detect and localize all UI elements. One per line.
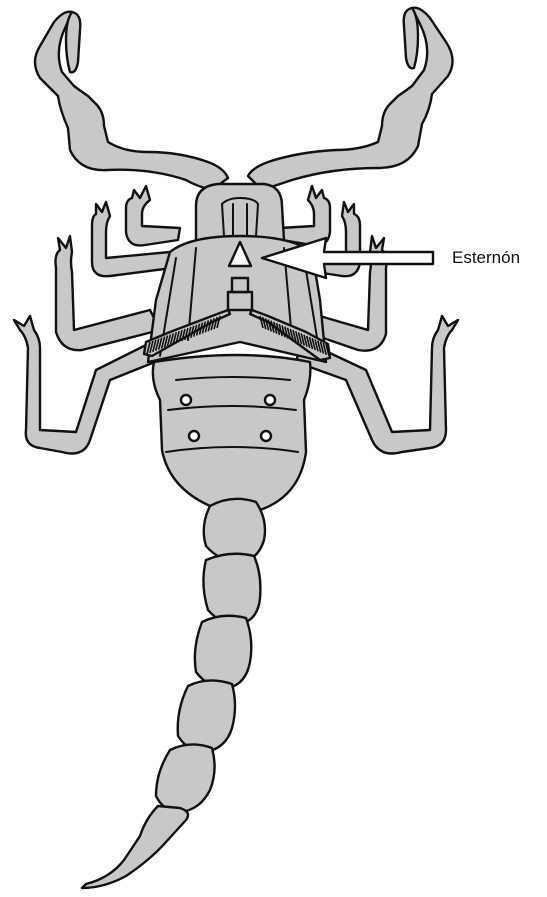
carapace bbox=[196, 184, 284, 240]
telson bbox=[82, 806, 188, 888]
left-pedipalp bbox=[35, 12, 228, 190]
mesosoma bbox=[153, 355, 311, 510]
sternum bbox=[228, 292, 252, 310]
tail-segment-4 bbox=[178, 680, 235, 752]
genital-operculum bbox=[232, 278, 248, 292]
spiracle-2 bbox=[265, 395, 275, 405]
tail-segment-2 bbox=[203, 554, 260, 624]
right-leg-1 bbox=[280, 186, 330, 245]
right-pedipalp bbox=[248, 8, 453, 190]
spiracle-4 bbox=[261, 431, 271, 441]
spiracle-1 bbox=[181, 395, 191, 405]
left-claw-finger bbox=[66, 12, 80, 72]
metasoma bbox=[82, 499, 265, 888]
left-leg-1 bbox=[126, 186, 180, 245]
spiracle-3 bbox=[189, 431, 199, 441]
tail-segment-3 bbox=[195, 616, 251, 688]
sternum-label: Esternón bbox=[452, 249, 520, 266]
right-claw-finger bbox=[404, 8, 418, 68]
tail-segment-5 bbox=[156, 744, 215, 812]
left-leg-3 bbox=[56, 236, 161, 350]
pedipalps bbox=[35, 8, 453, 190]
tail-segment-1 bbox=[204, 499, 265, 562]
